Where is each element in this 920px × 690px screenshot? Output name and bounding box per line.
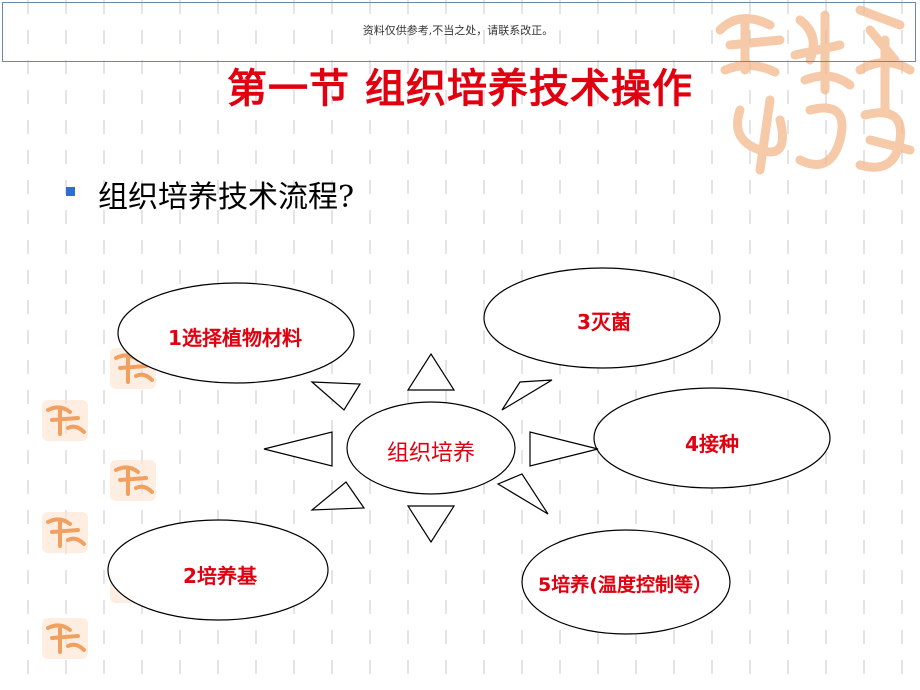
slide-title: 第一节 组织培养技术操作: [227, 65, 693, 112]
ray-bottom-left: [310, 481, 366, 511]
step-ellipse-5: [521, 529, 731, 635]
ray-top-right: [501, 379, 553, 411]
seal-stamp-decoration: [42, 512, 88, 553]
seal-stamp-decoration: [42, 400, 88, 441]
header-frame: [2, 2, 916, 62]
step-1-label: 1选择植物材料: [168, 326, 302, 350]
step-ellipse-3: [483, 267, 721, 369]
step-4-label: 4接种: [685, 432, 739, 456]
seal-stamp-decoration: [42, 618, 88, 659]
step-ellipse-1: [117, 282, 355, 384]
step-ellipse-2: [107, 519, 329, 621]
center-ellipse: [346, 401, 516, 495]
step-ellipse-4: [593, 387, 831, 489]
ray-right: [529, 431, 599, 467]
header-disclaimer: 资料仅供参考,不当之处，请联系改正。: [362, 24, 554, 37]
center-label: 组织培养: [386, 441, 475, 466]
step-5-label: 5培养(温度控制等）: [538, 574, 712, 596]
ray-top-left: [310, 381, 362, 411]
ray-bottom-right: [496, 473, 549, 515]
bullet-text: 组织培养技术流程?: [98, 180, 355, 215]
bullet-square-icon: [66, 187, 75, 196]
step-3-label: 3灭菌: [577, 310, 631, 334]
ray-top: [406, 352, 456, 391]
ray-bottom: [406, 505, 456, 544]
step-2-label: 2培养基: [183, 564, 257, 588]
calligraphy-watermark: [715, 5, 915, 175]
ray-left: [263, 431, 333, 467]
seal-stamp-decoration: [110, 460, 156, 501]
